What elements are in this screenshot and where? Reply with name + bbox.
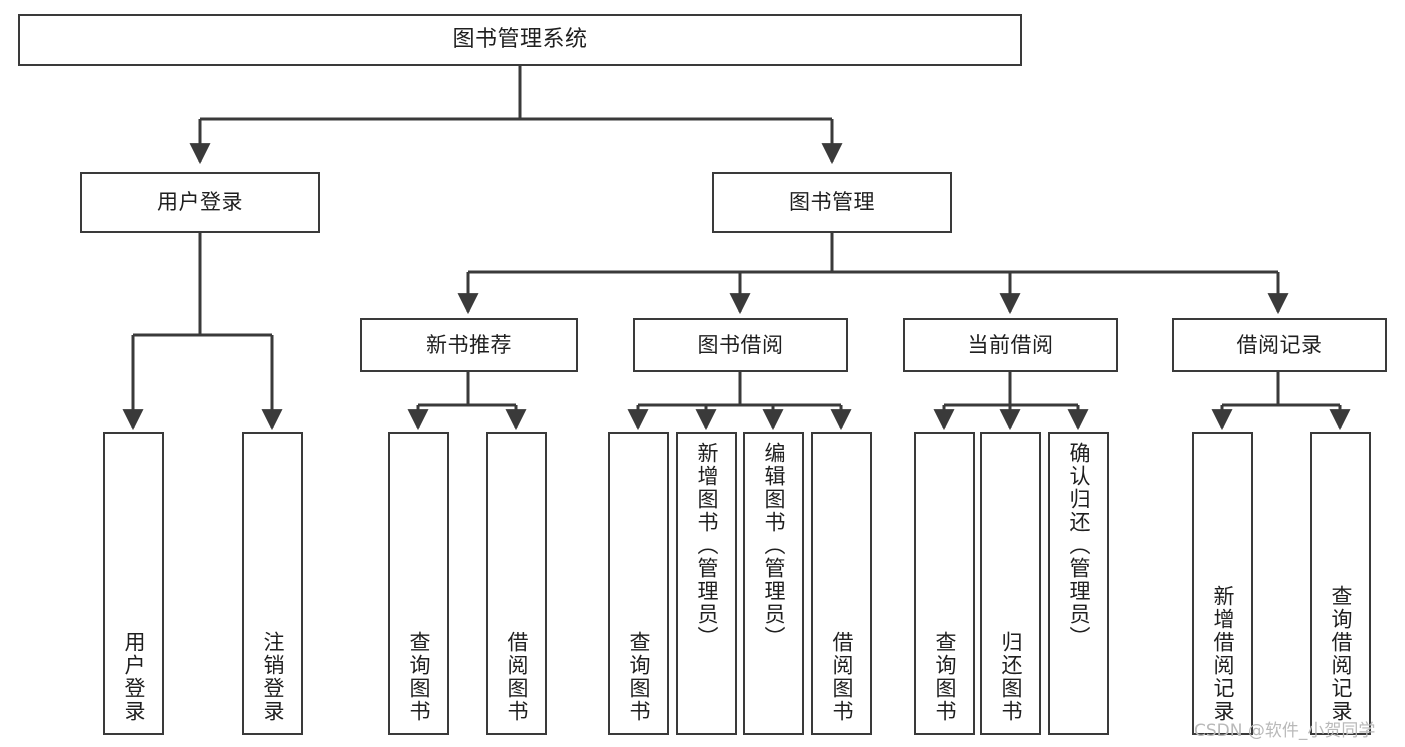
- node-book-management[interactable]: 图书管理: [712, 172, 952, 233]
- leaf-user-login[interactable]: 用户登录: [103, 432, 164, 735]
- leaf-borrow-books[interactable]: 借阅图书: [811, 432, 872, 735]
- node-label: 用户登录: [122, 631, 146, 723]
- node-current-borrowing[interactable]: 当前借阅: [903, 318, 1118, 372]
- leaf-logout[interactable]: 注销登录: [242, 432, 303, 735]
- node-label: 注销登录: [261, 631, 285, 723]
- node-book-borrowing[interactable]: 图书借阅: [633, 318, 848, 372]
- node-label: 用户登录: [157, 190, 243, 215]
- node-label: 借阅记录: [1236, 332, 1323, 357]
- node-label: 查询图书: [933, 631, 957, 723]
- leaf-borrow-books-recommend[interactable]: 借阅图书: [486, 432, 547, 735]
- leaf-query-books-current[interactable]: 查询图书: [914, 432, 975, 735]
- node-label: 借阅图书: [505, 631, 529, 723]
- node-label: 图书借阅: [697, 332, 784, 357]
- node-label: 查询借阅记录: [1329, 585, 1353, 723]
- leaf-return-books[interactable]: 归还图书: [980, 432, 1041, 735]
- node-label: 查询图书: [407, 631, 431, 723]
- leaf-add-book-admin[interactable]: 新增图书（管理员）: [676, 432, 737, 735]
- leaf-query-books-recommend[interactable]: 查询图书: [388, 432, 449, 735]
- leaf-query-borrow-record[interactable]: 查询借阅记录: [1310, 432, 1371, 735]
- watermark-credit: CSDN @软件_小贺同学: [1194, 721, 1376, 741]
- node-label: 图书管理: [789, 190, 875, 215]
- node-label: 归还图书: [999, 631, 1023, 723]
- node-label: 编辑图书（管理员）: [762, 442, 786, 649]
- node-new-book-recommendation[interactable]: 新书推荐: [360, 318, 578, 372]
- node-label: 当前借阅: [967, 332, 1054, 357]
- leaf-add-borrow-record[interactable]: 新增借阅记录: [1192, 432, 1253, 735]
- leaf-edit-book-admin[interactable]: 编辑图书（管理员）: [743, 432, 804, 735]
- node-label: 新增图书（管理员）: [695, 442, 719, 649]
- node-label: 图书管理系统: [452, 27, 588, 53]
- node-label: 查询图书: [627, 631, 651, 723]
- node-label: 借阅图书: [830, 631, 854, 723]
- node-borrowing-records[interactable]: 借阅记录: [1172, 318, 1387, 372]
- leaf-query-books-borrow[interactable]: 查询图书: [608, 432, 669, 735]
- node-label: 新增借阅记录: [1211, 585, 1235, 723]
- node-root-library-management-system[interactable]: 图书管理系统: [18, 14, 1022, 66]
- node-user-login[interactable]: 用户登录: [80, 172, 320, 233]
- node-label: 确认归还（管理员）: [1067, 442, 1091, 649]
- node-label: 新书推荐: [426, 332, 512, 357]
- leaf-confirm-return-admin[interactable]: 确认归还（管理员）: [1048, 432, 1109, 735]
